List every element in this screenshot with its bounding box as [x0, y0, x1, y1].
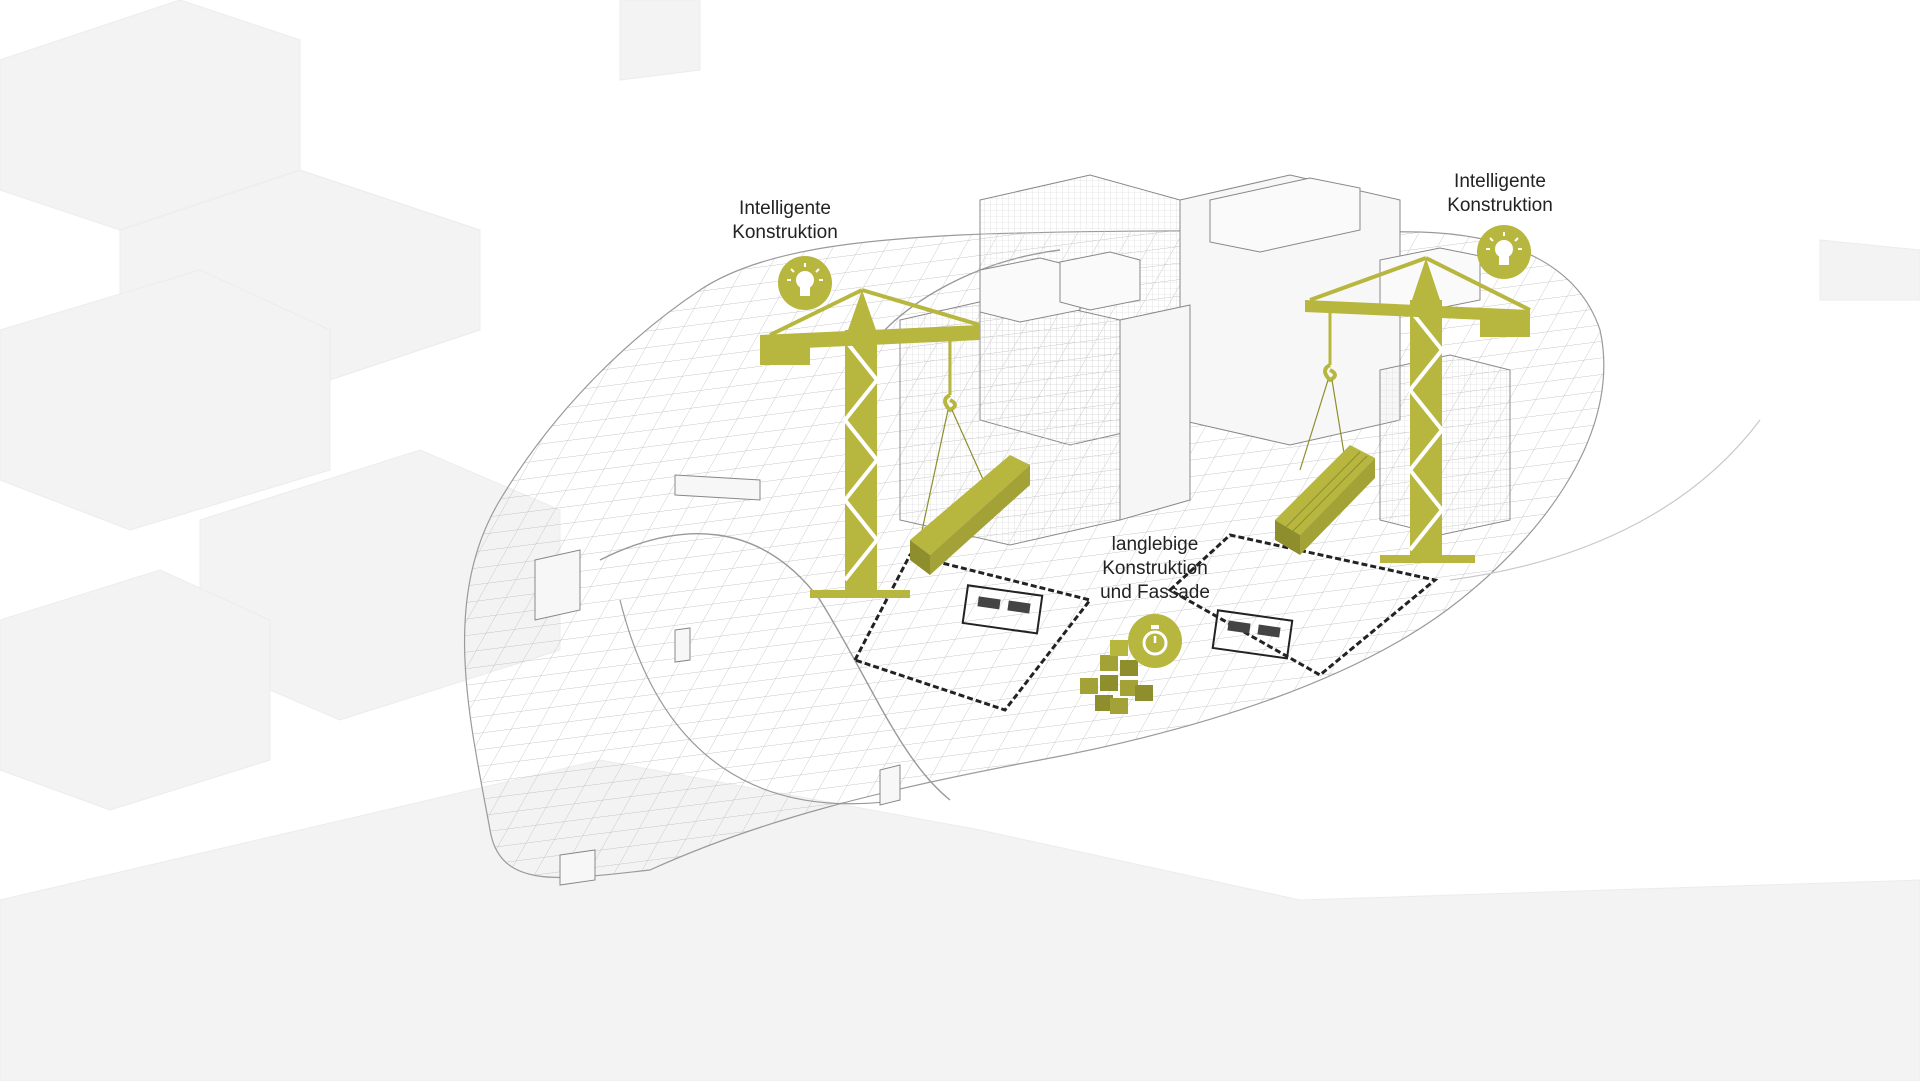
crane-left [760, 288, 991, 598]
annotation-right: Intelligente Konstruktion [1405, 170, 1595, 218]
annotation-left-line1: Intelligente [739, 198, 831, 219]
annotation-right-line2: Konstruktion [1447, 195, 1553, 216]
footprint-left [852, 553, 1093, 712]
stopwatch-icon [1128, 614, 1182, 668]
crane-right [1299, 256, 1531, 563]
annotation-left-line2: Konstruktion [732, 222, 838, 243]
annotation-middle-line3: und Fassade [1100, 582, 1210, 603]
lightbulb-icon [1477, 225, 1531, 279]
lightbulb-icon [778, 256, 832, 310]
timber-beam-right [1275, 445, 1375, 555]
footprint-right [1167, 533, 1439, 677]
stacked-modules [1080, 640, 1153, 714]
annotation-left: Intelligente Konstruktion [690, 197, 880, 245]
timber-beam-left [910, 455, 1030, 575]
annotation-middle-line2: Konstruktion [1102, 558, 1208, 579]
annotation-right-line1: Intelligente [1454, 171, 1546, 192]
annotation-middle: langlebige Konstruktion und Fassade [1060, 533, 1250, 605]
annotation-middle-line1: langlebige [1111, 534, 1199, 555]
